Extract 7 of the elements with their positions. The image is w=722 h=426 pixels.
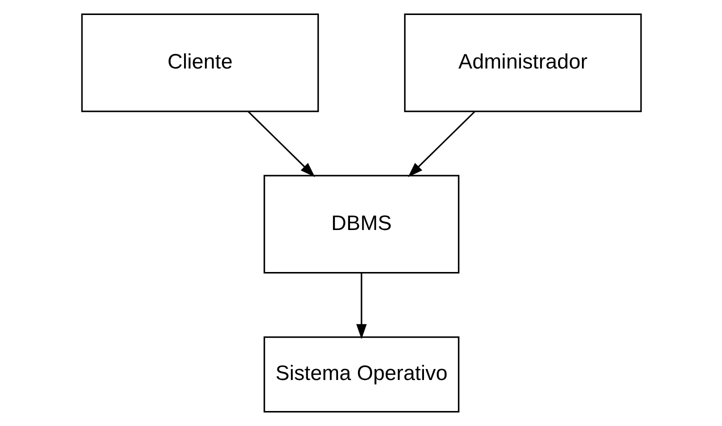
arrow [407, 110, 475, 178]
node-box: DBMS [263, 174, 459, 274]
node-box: Sistema Operativo [263, 336, 459, 413]
arrow [247, 110, 315, 178]
arrow [356, 273, 366, 340]
node-box: Administrador [404, 13, 642, 112]
node-box: Cliente [80, 13, 318, 112]
